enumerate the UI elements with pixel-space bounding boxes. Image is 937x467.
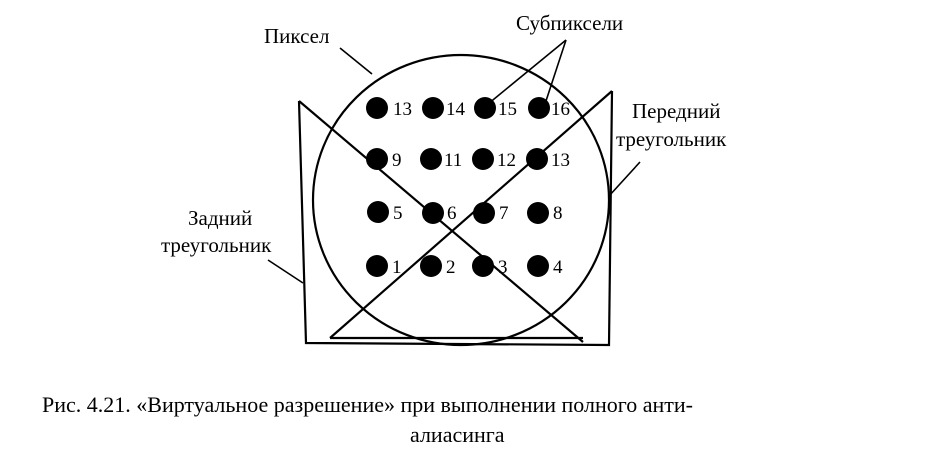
subpixel-dot [420, 255, 442, 277]
back-triangle-label-line1: Задний [188, 206, 252, 230]
back-triangle [297, 90, 614, 347]
subpixel-dot [420, 148, 442, 170]
front-triangle-label-line1: Передний [632, 99, 720, 123]
subpixel-dot [422, 202, 444, 224]
subpixel-dot [472, 255, 494, 277]
subpixel-dot [528, 97, 550, 119]
front-triangle-label-line2: треугольник [616, 127, 727, 151]
front-triangle-leader [608, 161, 641, 197]
subpixels-leader-2 [544, 39, 567, 105]
subpixel-number: 12 [497, 150, 516, 171]
figure-caption-line1: Рис. 4.21. «Виртуальное разрешение» при … [42, 392, 693, 417]
front-triangle-edge-left [329, 90, 613, 339]
figure-caption-line2: алиасинга [410, 422, 505, 447]
subpixel-dot [366, 97, 388, 119]
back-triangle-leader [267, 259, 304, 284]
subpixel-number: 3 [498, 257, 508, 278]
subpixels-leader-1 [487, 39, 567, 105]
subpixel-number: 8 [553, 203, 563, 224]
subpixel-dot [527, 255, 549, 277]
pixel-label: Пиксел [264, 24, 329, 48]
subpixel-number: 16 [551, 99, 570, 120]
subpixel-dot [472, 148, 494, 170]
subpixel-number: 15 [498, 99, 517, 120]
back-triangle-diagonal [298, 100, 584, 343]
subpixel-dot [474, 97, 496, 119]
subpixel-number: 14 [446, 99, 466, 120]
subpixel-number: 7 [499, 203, 509, 224]
subpixel-dot [366, 255, 388, 277]
subpixel-dot [473, 202, 495, 224]
subpixel-number: 1 [392, 257, 402, 278]
subpixel-dot [366, 148, 388, 170]
back-triangle-label-line2: треугольник [161, 233, 272, 257]
subpixel-number: 9 [392, 150, 402, 171]
subpixel-dot [422, 97, 444, 119]
subpixel-number: 13 [393, 99, 412, 120]
pixel-leader [339, 47, 373, 75]
subpixel-number: 5 [393, 203, 403, 224]
subpixel-number: 13 [551, 150, 570, 171]
subpixel-number: 11 [444, 150, 462, 171]
subpixel-number: 4 [553, 257, 563, 278]
subpixels-label: Субпиксели [516, 11, 623, 35]
subpixel-number: 2 [446, 257, 456, 278]
subpixel-dot [367, 201, 389, 223]
subpixel-dot [526, 148, 548, 170]
subpixel-number: 6 [447, 203, 457, 224]
subpixel-dot [527, 202, 549, 224]
